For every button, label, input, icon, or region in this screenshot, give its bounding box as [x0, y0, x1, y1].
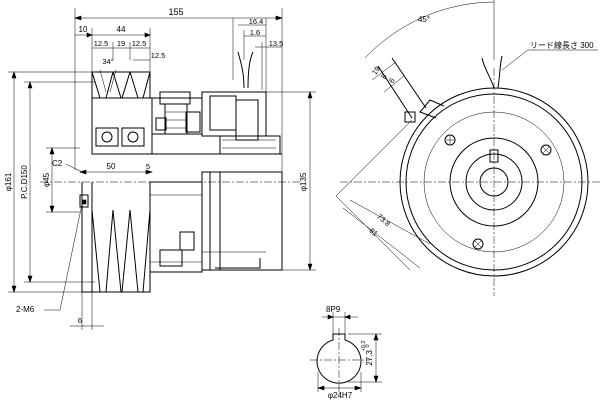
dim-bottom-6-label: 6 — [78, 316, 82, 325]
dim-lead-1-6-label: 1.6 — [250, 28, 260, 37]
dim-outer-dia-label: φ161 — [4, 172, 13, 191]
torque-arm — [419, 99, 445, 119]
dim-lead-16-4-label: 16.4 — [249, 17, 264, 26]
dim-10-label: 10 — [79, 25, 88, 34]
dim-44-label: 44 — [117, 25, 126, 34]
dim-key-depth-label: 27.3 — [365, 350, 374, 366]
dim-front-19-label: 19 — [370, 65, 382, 77]
front-lead-wire — [481, 55, 503, 89]
field-body-upper — [201, 91, 281, 155]
dim-overall-width: 155 — [74, 7, 283, 175]
dim-groove-c-label: 12.5 — [151, 51, 166, 60]
dim-tap: 2-M6 6 — [16, 203, 104, 330]
dim-lead: 16.4 1.6 13.5 — [232, 17, 284, 100]
dim-groove-b-label: 12.5 — [132, 39, 147, 48]
dim-radius-81-label: 81 — [368, 226, 380, 238]
dim-key-depth-tol-plus: +0.2 — [361, 341, 367, 352]
armature-upper — [151, 91, 203, 135]
keyway-detail: 8P9 27.3 +0.2 0 φ24H7 — [310, 305, 382, 400]
dim-angle-45: 45° — [364, 0, 495, 60]
dim-groove-angle-label: 34° — [102, 57, 113, 66]
dim-body-dia-label: φ135 — [299, 172, 308, 191]
dim-angle-45-label: 45° — [418, 15, 430, 24]
dim-radius-73-8-label: 73.8 — [375, 212, 392, 228]
dim-lead-length: リード線長さ 300 — [501, 40, 598, 71]
dim-lead-13-5-label: 13.5 — [269, 39, 284, 48]
dim-key-depth-tol-minus: 0 — [365, 344, 371, 347]
body-lower — [79, 171, 283, 293]
front-view: 45° リード線長さ 300 19 8 6 73.8 81 — [335, 0, 600, 296]
front-screw-holes — [444, 134, 552, 250]
dim-groove-spacing: 12.5 19 12.5 12.5 34° — [92, 39, 166, 93]
dim-front-8-label: 8 — [379, 72, 389, 81]
dim-overall-width-label: 155 — [168, 7, 183, 17]
dim-bore-dia-label: φ45 — [42, 172, 51, 187]
pulley-upper — [40, 71, 300, 183]
keyway-bore — [316, 333, 362, 384]
dim-hub: C2 50 5 — [52, 159, 153, 175]
dim-tap-holes-label: 2-M6 — [16, 305, 35, 314]
dim-chamfer-label: C2 — [52, 159, 63, 168]
dim-body-dia: φ135 — [266, 91, 316, 271]
dim-pcd-label: P.C.D150 — [20, 165, 29, 199]
dim-left-diameters: φ161 P.C.D150 φ45 — [4, 71, 95, 293]
dim-front-6-label: 6 — [387, 76, 397, 85]
dim-front-lead: 19 8 6 — [370, 61, 405, 93]
dim-hub-50-label: 50 — [107, 162, 116, 171]
dim-groove-19-label: 19 — [117, 39, 125, 48]
dim-lead-length-label: リード線長さ 300 — [530, 40, 594, 50]
lead-wire — [237, 51, 254, 89]
dim-bore-label: φ24H7 — [328, 391, 353, 400]
dim-key-width-label: 8P9 — [326, 305, 341, 314]
side-view: 155 10 44 12.5 19 12.5 12.5 34° — [4, 7, 316, 330]
dim-hub-5-label: 5 — [146, 162, 150, 171]
dim-10-44: 10 44 — [75, 25, 151, 95]
dim-groove-a-label: 12.5 — [94, 39, 109, 48]
